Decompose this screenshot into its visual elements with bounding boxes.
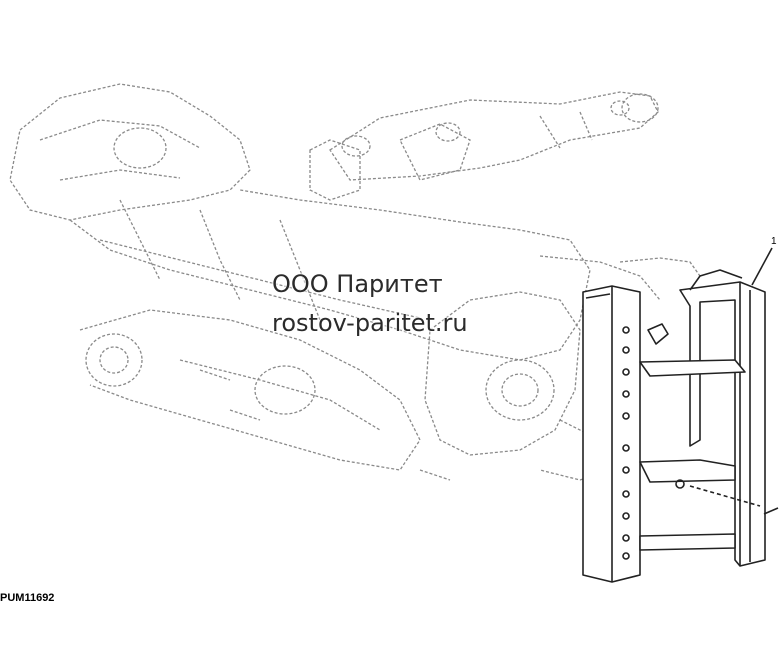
watermark-company: ООО Паритет [272,270,443,298]
drawbar-support-frame [582,247,779,583]
callout-1: 1 [771,236,777,247]
watermark-url: rostov-paritet.ru [272,309,468,337]
figure-code: PUM11692 [0,592,55,604]
transmission-ghost-outline [9,83,701,481]
